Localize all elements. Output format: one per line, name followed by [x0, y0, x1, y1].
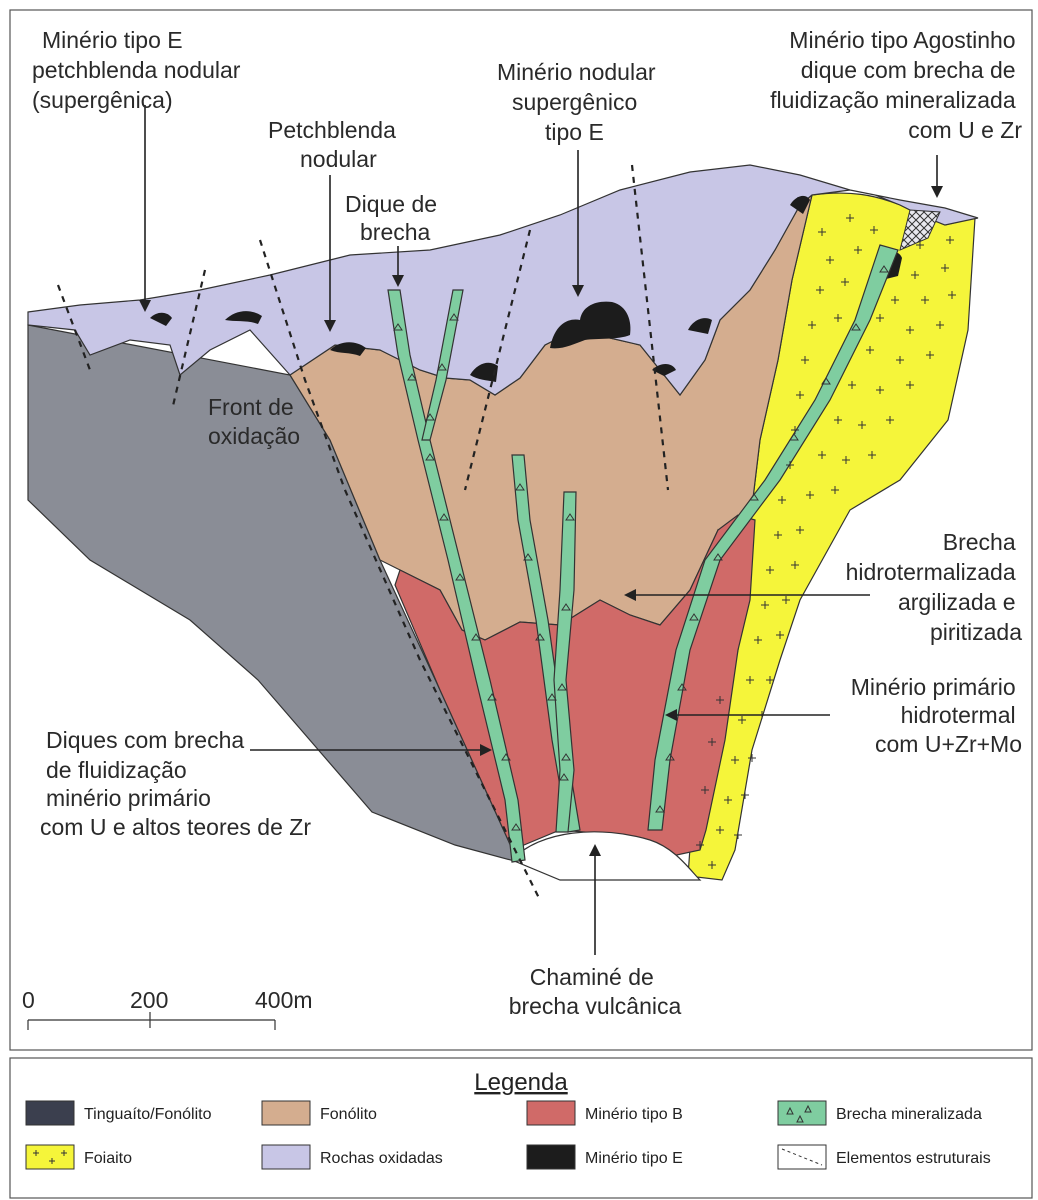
legend-label: Brecha mineralizada — [836, 1106, 982, 1123]
label-agostinho: Minério tipo Agostinho dique com brecha … — [770, 27, 1022, 143]
legend-swatch — [26, 1145, 74, 1169]
legend-swatch — [778, 1145, 826, 1169]
label-dique-de-brecha: Dique de brecha — [345, 191, 443, 245]
legend-label: Tinguaíto/Fonólito — [84, 1106, 212, 1123]
legend-item: Minério tipo E — [527, 1145, 683, 1169]
legend-item: Tinguaíto/Fonólito — [26, 1101, 212, 1125]
legend-title: Legenda — [474, 1069, 568, 1096]
legend-swatch — [527, 1145, 575, 1169]
legend: Tinguaíto/Fonólito Fonólito Minério tipo B… — [26, 1101, 991, 1169]
scale-tick-200: 200 — [130, 987, 168, 1013]
legend-swatch — [527, 1101, 575, 1125]
scale-tick-0: 0 — [22, 987, 35, 1013]
scale-bar: 0 200 400m — [22, 987, 313, 1030]
legend-item: Brecha mineralizada — [778, 1101, 982, 1125]
label-nodular-supergenico: Minério nodular supergênico tipo E — [497, 59, 662, 145]
legend-label: Minério tipo B — [585, 1106, 683, 1123]
legend-swatch — [262, 1145, 310, 1169]
legend-swatch — [262, 1101, 310, 1125]
legend-item: Elementos estruturais — [778, 1145, 991, 1169]
legend-item: Rochas oxidadas — [262, 1145, 443, 1169]
legend-label: Foiaito — [84, 1150, 132, 1167]
label-chamine: Chaminé de brecha vulcânica — [509, 964, 682, 1019]
legend-item: Minério tipo B — [527, 1101, 683, 1125]
legend-swatch — [778, 1101, 826, 1125]
label-brecha-hidrotermalizada: Brecha hidrotermalizada argilizada e pir… — [846, 529, 1023, 645]
legend-item: Foiaito — [26, 1145, 132, 1169]
legend-swatch — [26, 1101, 74, 1125]
label-minerio-tipo-e: Minério tipo E petchblenda nodular (supe… — [32, 27, 247, 113]
legend-item: Fonólito — [262, 1101, 377, 1125]
label-petchblenda-nodular: Petchblenda nodular — [268, 117, 402, 172]
label-minerio-primario: Minério primário hidrotermal com U+Zr+Mo — [851, 674, 1022, 757]
legend-label: Elementos estruturais — [836, 1150, 991, 1167]
legend-label: Rochas oxidadas — [320, 1150, 443, 1167]
legend-label: Minério tipo E — [585, 1150, 683, 1167]
scale-tick-400: 400m — [255, 987, 313, 1013]
label-diques-com-brecha: Diques com brecha de fluidização minério… — [40, 727, 311, 840]
legend-label: Fonólito — [320, 1106, 377, 1123]
